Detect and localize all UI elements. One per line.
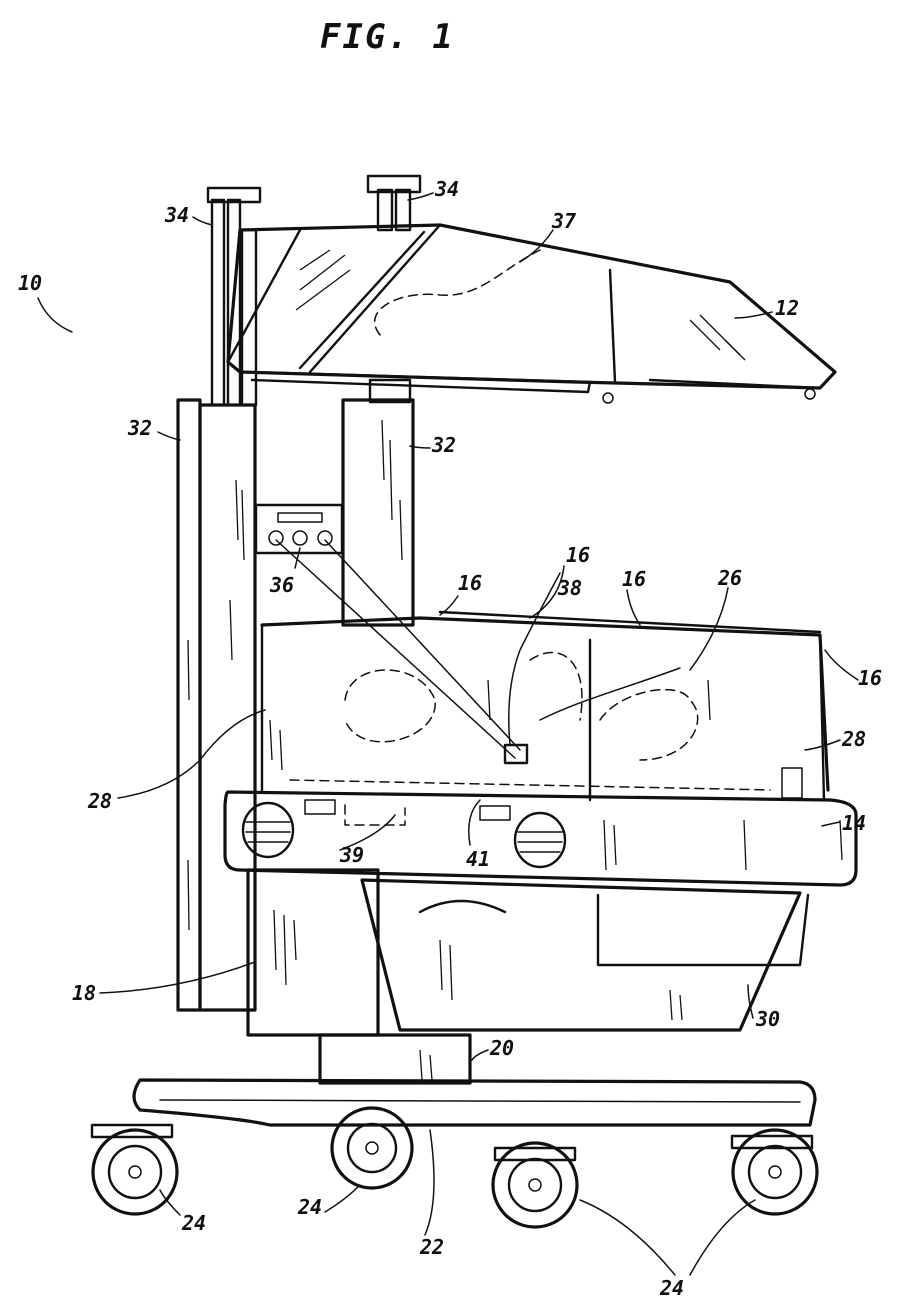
label-38: 38 bbox=[557, 576, 582, 600]
label-10: 10 bbox=[18, 271, 42, 295]
label-32-b: 32 bbox=[431, 433, 456, 457]
radiant-warmer-canopy bbox=[228, 225, 835, 403]
label-41: 41 bbox=[466, 847, 490, 871]
label-16-d: 16 bbox=[858, 666, 882, 690]
base-frame bbox=[134, 1080, 815, 1125]
label-16-a: 16 bbox=[458, 571, 482, 595]
label-22: 22 bbox=[419, 1235, 444, 1259]
label-37: 37 bbox=[551, 209, 576, 233]
heater-element-outline bbox=[375, 250, 540, 335]
label-24-c: 24 bbox=[659, 1276, 684, 1300]
label-34-b: 34 bbox=[434, 177, 459, 201]
caster-front-left bbox=[92, 1125, 177, 1214]
label-34-a: 34 bbox=[164, 203, 189, 227]
control-cable-b bbox=[325, 540, 520, 750]
right-support-column bbox=[343, 380, 413, 625]
label-24-b: 24 bbox=[297, 1195, 322, 1219]
label-24-a: 24 bbox=[181, 1211, 206, 1235]
label-32-a: 32 bbox=[127, 416, 152, 440]
label-20: 20 bbox=[489, 1036, 514, 1060]
pedestal bbox=[320, 1035, 470, 1083]
label-16-c: 16 bbox=[622, 567, 646, 591]
label-28-b: 28 bbox=[841, 727, 866, 751]
label-36: 36 bbox=[269, 573, 294, 597]
label-18: 18 bbox=[72, 981, 96, 1005]
label-39: 39 bbox=[339, 843, 364, 867]
control-panel bbox=[256, 505, 342, 553]
infant-enclosure bbox=[262, 612, 828, 800]
label-26: 26 bbox=[717, 566, 742, 590]
caster-front-right bbox=[493, 1143, 577, 1227]
left-support-column bbox=[178, 400, 255, 1010]
access-port-handle bbox=[505, 745, 527, 763]
cabinet bbox=[248, 870, 378, 1035]
caster-rear-left bbox=[332, 1108, 412, 1188]
right-post bbox=[368, 176, 420, 230]
storage-drawer bbox=[362, 880, 808, 1030]
label-28-a: 28 bbox=[87, 789, 112, 813]
label-16-b: 16 bbox=[566, 543, 590, 567]
figure-title: FIG. 1 bbox=[320, 17, 455, 57]
label-30: 30 bbox=[755, 1007, 780, 1031]
caster-rear-right bbox=[732, 1130, 817, 1214]
label-14: 14 bbox=[842, 811, 866, 835]
label-12: 12 bbox=[775, 296, 799, 320]
